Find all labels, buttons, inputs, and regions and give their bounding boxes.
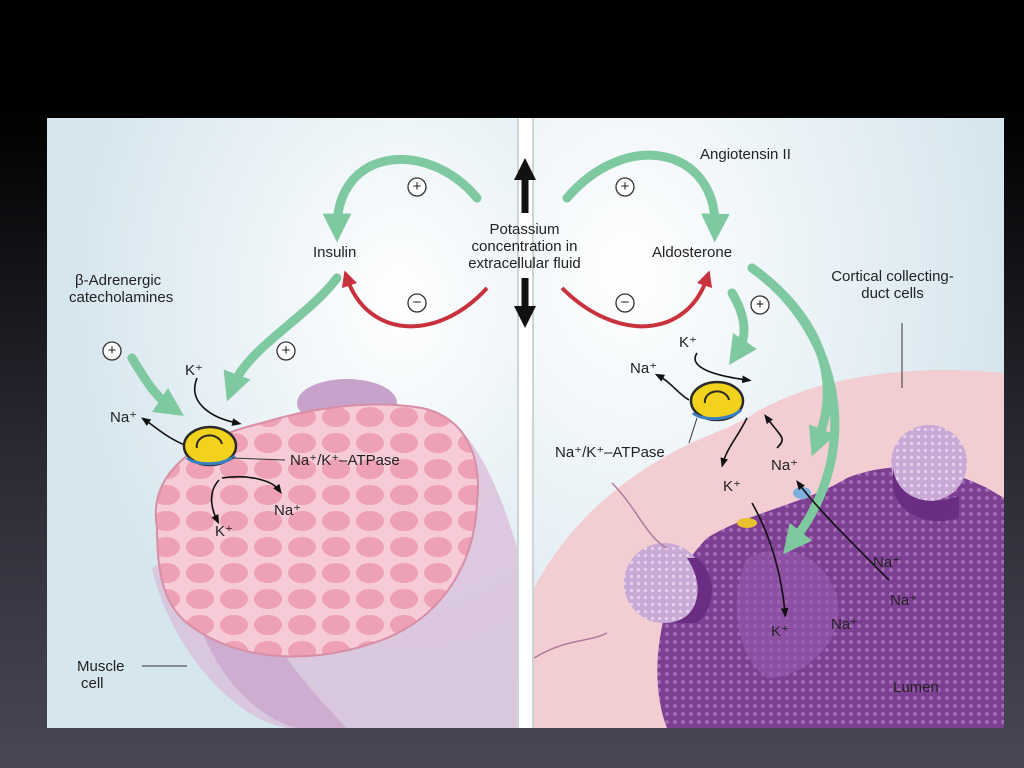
lumen-label: Lumen	[893, 679, 939, 696]
na-ion-label: Na⁺	[274, 502, 302, 519]
na-ion-label: Na⁺	[890, 592, 918, 609]
k-ion-label: K⁺	[679, 334, 697, 351]
atpase-label-right: Na⁺/K⁺–ATPase	[555, 444, 665, 461]
cortical-duct-label: Cortical collecting- duct cells	[831, 268, 954, 302]
aldosterone-label: Aldosterone	[652, 244, 733, 261]
insulin-label: Insulin	[313, 244, 357, 261]
plus-sign: +	[412, 178, 422, 195]
na-ion-label: Na⁺	[771, 457, 799, 474]
sign-circles	[102, 177, 770, 361]
beta-adrenergic-label: β-Adrenergic catecholamines	[69, 272, 174, 306]
diagram-graphics	[47, 118, 1004, 728]
panel-divider	[517, 118, 534, 728]
k-ion-label: K⁺	[215, 523, 233, 540]
plus-sign: +	[107, 342, 117, 359]
potassium-label: Potassium concentration in extracellular…	[468, 221, 581, 272]
k-ion-label: K⁺	[723, 478, 741, 495]
angiotensin-label: Angiotensin II	[700, 146, 791, 163]
pump-left	[182, 425, 238, 467]
muscle-cell-label: Muscle cell	[77, 658, 125, 692]
na-ion-label: Na⁺	[831, 616, 859, 633]
plus-sign: +	[281, 342, 291, 359]
k-ion-label: K⁺	[185, 362, 203, 379]
na-ion-label: Na⁺	[110, 409, 138, 426]
k-ion-label: K⁺	[771, 623, 789, 640]
minus-sign: −	[620, 294, 630, 311]
pump-right	[689, 380, 745, 422]
collecting-duct	[533, 370, 1004, 728]
muscle-cell	[152, 379, 517, 728]
atpase-label-left: Na⁺/K⁺–ATPase	[290, 452, 400, 469]
minus-sign: −	[412, 294, 422, 311]
na-ion-label: Na⁺	[630, 360, 658, 377]
plus-sign: +	[620, 178, 630, 195]
red-arrows	[341, 270, 713, 329]
figure: + + − − + + + Potassium concentration in…	[47, 118, 1004, 728]
plus-sign: +	[755, 296, 765, 313]
na-ion-label: Na⁺	[873, 554, 901, 571]
ion-arrows	[141, 352, 890, 618]
up-down-arrow	[514, 158, 536, 328]
